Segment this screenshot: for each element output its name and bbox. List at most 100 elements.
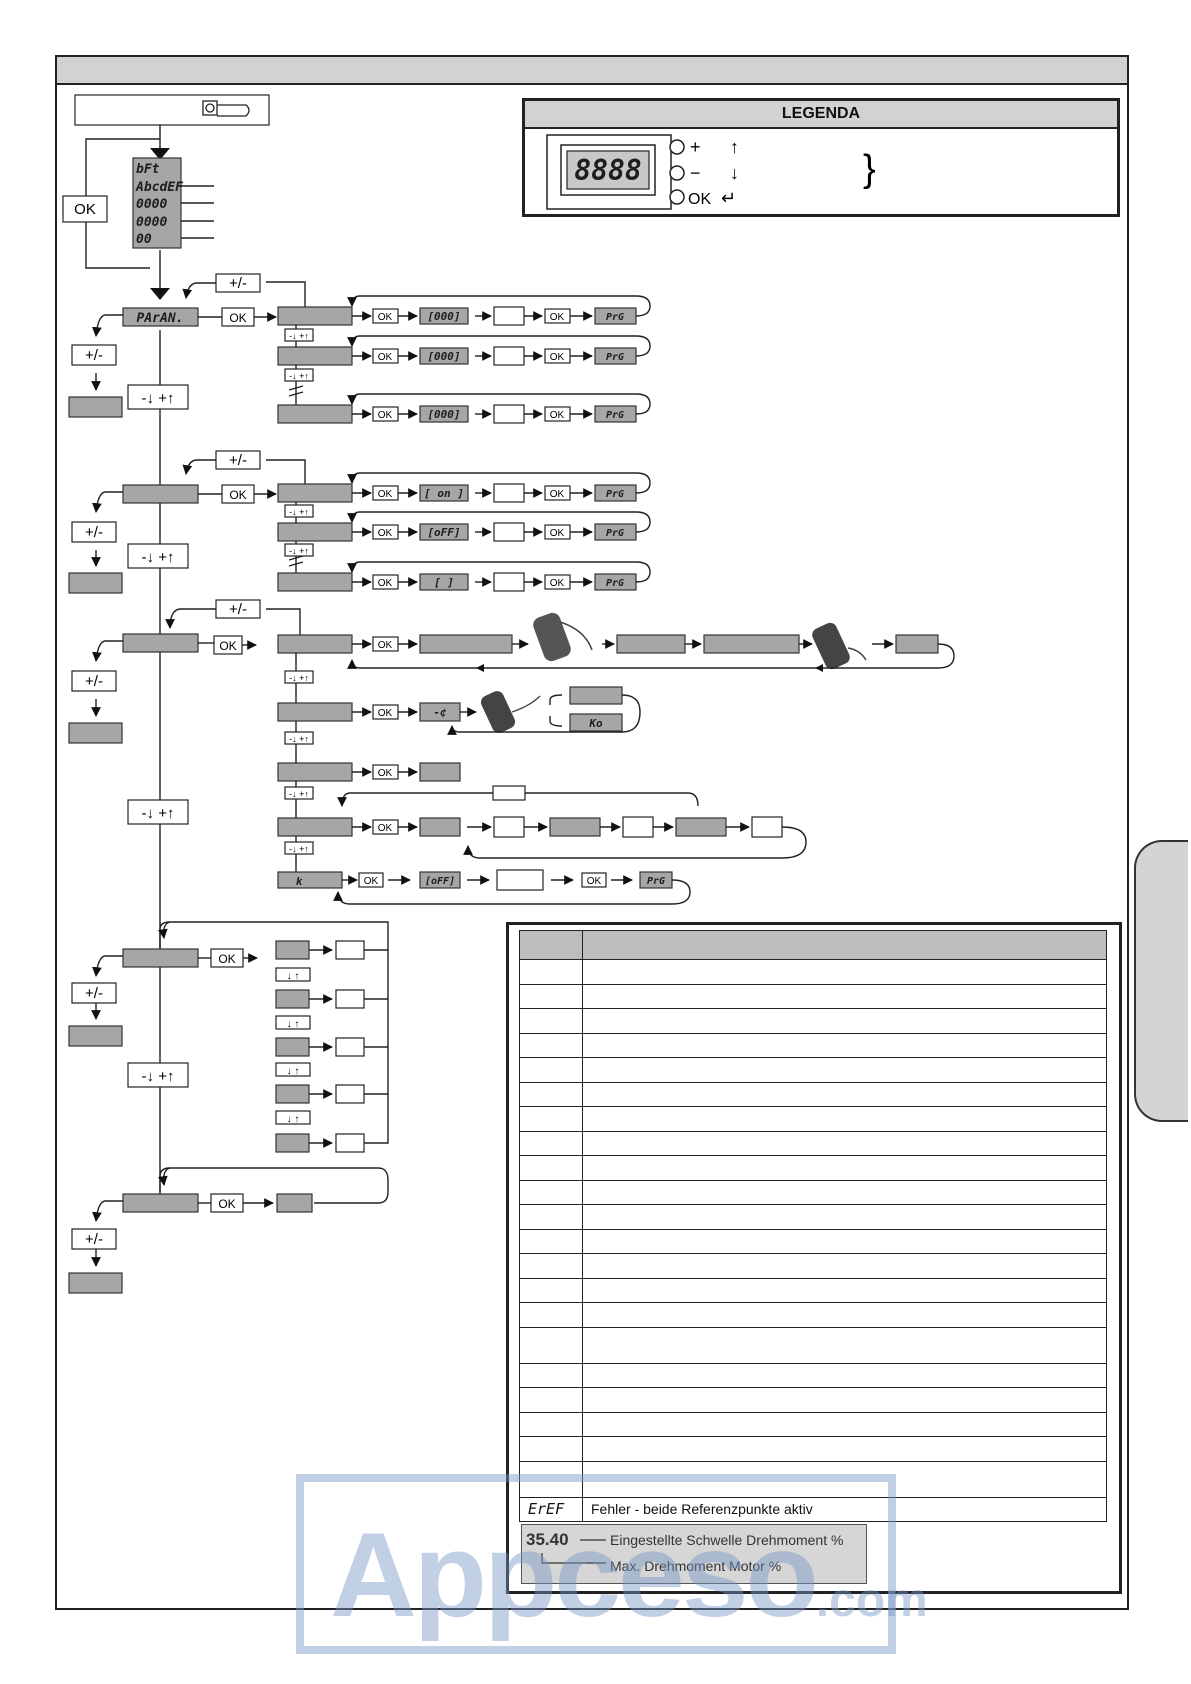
exit-box-3	[68, 722, 123, 744]
svg-text:OK: OK	[378, 489, 393, 500]
plusminus-button-1b[interactable]	[71, 344, 117, 366]
svg-text:+/-: +/-	[85, 524, 103, 541]
menu-stats: OK +/- -↓ +↑ ↓ ↑ ↓ ↑	[68, 921, 389, 1153]
table-row	[519, 1326, 1107, 1364]
downup-button-2[interactable]	[127, 543, 189, 569]
error-text-cell	[582, 1411, 1107, 1437]
svg-text:OK: OK	[550, 410, 565, 421]
arrow-up-icon: ↑	[730, 137, 739, 157]
exit-box-2	[68, 572, 123, 594]
svg-text:OK: OK	[550, 489, 565, 500]
arrow-down-icon: ↓	[730, 163, 739, 183]
svg-text:OK: OK	[378, 528, 393, 539]
error-code-cell	[519, 1155, 583, 1181]
error-text-cell	[582, 959, 1107, 985]
legend-display-text: 8888	[574, 154, 641, 187]
header-bar	[57, 57, 1127, 85]
svg-text:OK: OK	[550, 528, 565, 539]
svg-text:-↓ +↑: -↓ +↑	[289, 507, 309, 517]
remote-hand-icon	[533, 612, 593, 662]
svg-text:+/-: +/-	[229, 452, 247, 469]
error-text-cell	[582, 1130, 1107, 1156]
downup-button-4[interactable]	[127, 1062, 189, 1088]
error-code-cell	[519, 1032, 583, 1058]
svg-text:+/-: +/-	[85, 1231, 103, 1248]
error-text-cell	[582, 1387, 1107, 1413]
legend-panel: LEGENDA 8888 + ↑ − ↓ OK ↵ }	[522, 98, 1120, 217]
svg-text:[ ]: [ ]	[434, 576, 454, 589]
svg-text:↓ ↑: ↓ ↑	[287, 1019, 300, 1030]
plusminus-button-3b[interactable]	[71, 670, 117, 692]
error-text-cell	[582, 1032, 1107, 1058]
table-row	[519, 1179, 1107, 1205]
svg-text:OK: OK	[218, 1197, 235, 1211]
svg-text:OK: OK	[587, 876, 602, 887]
table-row	[519, 1204, 1107, 1230]
legend-ok-label: OK	[688, 191, 711, 208]
menu-stats-display[interactable]	[122, 948, 199, 968]
menu-radio-display[interactable]	[122, 633, 199, 653]
side-tab	[1134, 840, 1188, 1122]
error-text: Fehler - beide Referenzpunkte aktiv	[582, 1496, 1107, 1522]
table-row	[519, 1436, 1107, 1462]
error-table: ErEF Fehler - beide Referenzpunkte aktiv	[519, 930, 1107, 1522]
param-label: PArAN.	[137, 311, 184, 326]
remote-small-icon	[480, 691, 541, 733]
svg-text:k: k	[296, 875, 303, 888]
plusminus-button-2b[interactable]	[71, 521, 117, 543]
start-ok-button[interactable]	[62, 195, 108, 223]
torque-info-box: 35.40 Eingestellte Schwelle Drehmoment %…	[521, 1524, 867, 1584]
error-code-cell	[519, 1130, 583, 1156]
svg-text:+/-: +/-	[229, 275, 247, 292]
svg-text:OK: OK	[218, 952, 235, 966]
svg-text:-↓ +↑: -↓ +↑	[142, 805, 175, 822]
plusminus-button-4[interactable]	[71, 982, 117, 1004]
svg-text:PrG: PrG	[606, 528, 624, 539]
remote-press-icon	[812, 622, 867, 670]
svg-text:[ on ]: [ on ]	[424, 487, 464, 500]
error-code-cell	[519, 1057, 583, 1083]
error-text-cell	[582, 1253, 1107, 1279]
svg-text:PrG: PrG	[606, 352, 624, 363]
exit-box-5	[68, 1272, 123, 1294]
legend-brace: }	[863, 148, 876, 190]
menu-logic-display[interactable]	[122, 484, 199, 504]
legend-display	[566, 150, 650, 190]
table-row	[519, 1008, 1107, 1034]
error-code-cell	[519, 983, 583, 1009]
error-code-cell	[519, 1302, 583, 1328]
svg-text:OK: OK	[550, 312, 565, 323]
svg-text:OK: OK	[219, 639, 236, 653]
error-code-cell	[519, 1362, 583, 1388]
error-code-cell	[519, 959, 583, 985]
legend-plus-button[interactable]	[669, 139, 685, 155]
table-row	[519, 1057, 1107, 1083]
legend-keypad: 8888 + ↑ − ↓ OK ↵ }	[546, 134, 876, 210]
error-code-cell	[519, 1411, 583, 1437]
downup-button-1[interactable]	[127, 384, 189, 410]
error-code-cell	[519, 1387, 583, 1413]
svg-text:OK: OK	[229, 488, 246, 502]
legend-ok-button[interactable]	[669, 189, 685, 205]
table-row	[519, 1277, 1107, 1303]
svg-text:OK: OK	[378, 823, 393, 834]
torque-leader-lines	[541, 1539, 606, 1564]
plusminus-button-5[interactable]	[71, 1228, 117, 1250]
downup-button-3[interactable]	[127, 799, 189, 825]
error-code-cell	[519, 1460, 583, 1498]
error-text-cell	[582, 1326, 1107, 1364]
error-code-cell	[519, 1436, 583, 1462]
error-code-cell	[519, 1253, 583, 1279]
svg-text:[000]: [000]	[427, 408, 460, 421]
svg-text:OK: OK	[378, 312, 393, 323]
error-text-cell	[582, 1057, 1107, 1083]
svg-text:PrG: PrG	[606, 312, 624, 323]
error-text-cell	[582, 1436, 1107, 1462]
torque-value: 35.40	[526, 1530, 569, 1549]
legend-minus-button[interactable]	[669, 165, 685, 181]
svg-text:OK: OK	[550, 578, 565, 589]
svg-text:-↓ +↑: -↓ +↑	[289, 546, 309, 556]
menu-reset-display[interactable]	[122, 1193, 199, 1213]
legend-title: LEGENDA	[525, 101, 1117, 129]
svg-text:OK: OK	[378, 352, 393, 363]
